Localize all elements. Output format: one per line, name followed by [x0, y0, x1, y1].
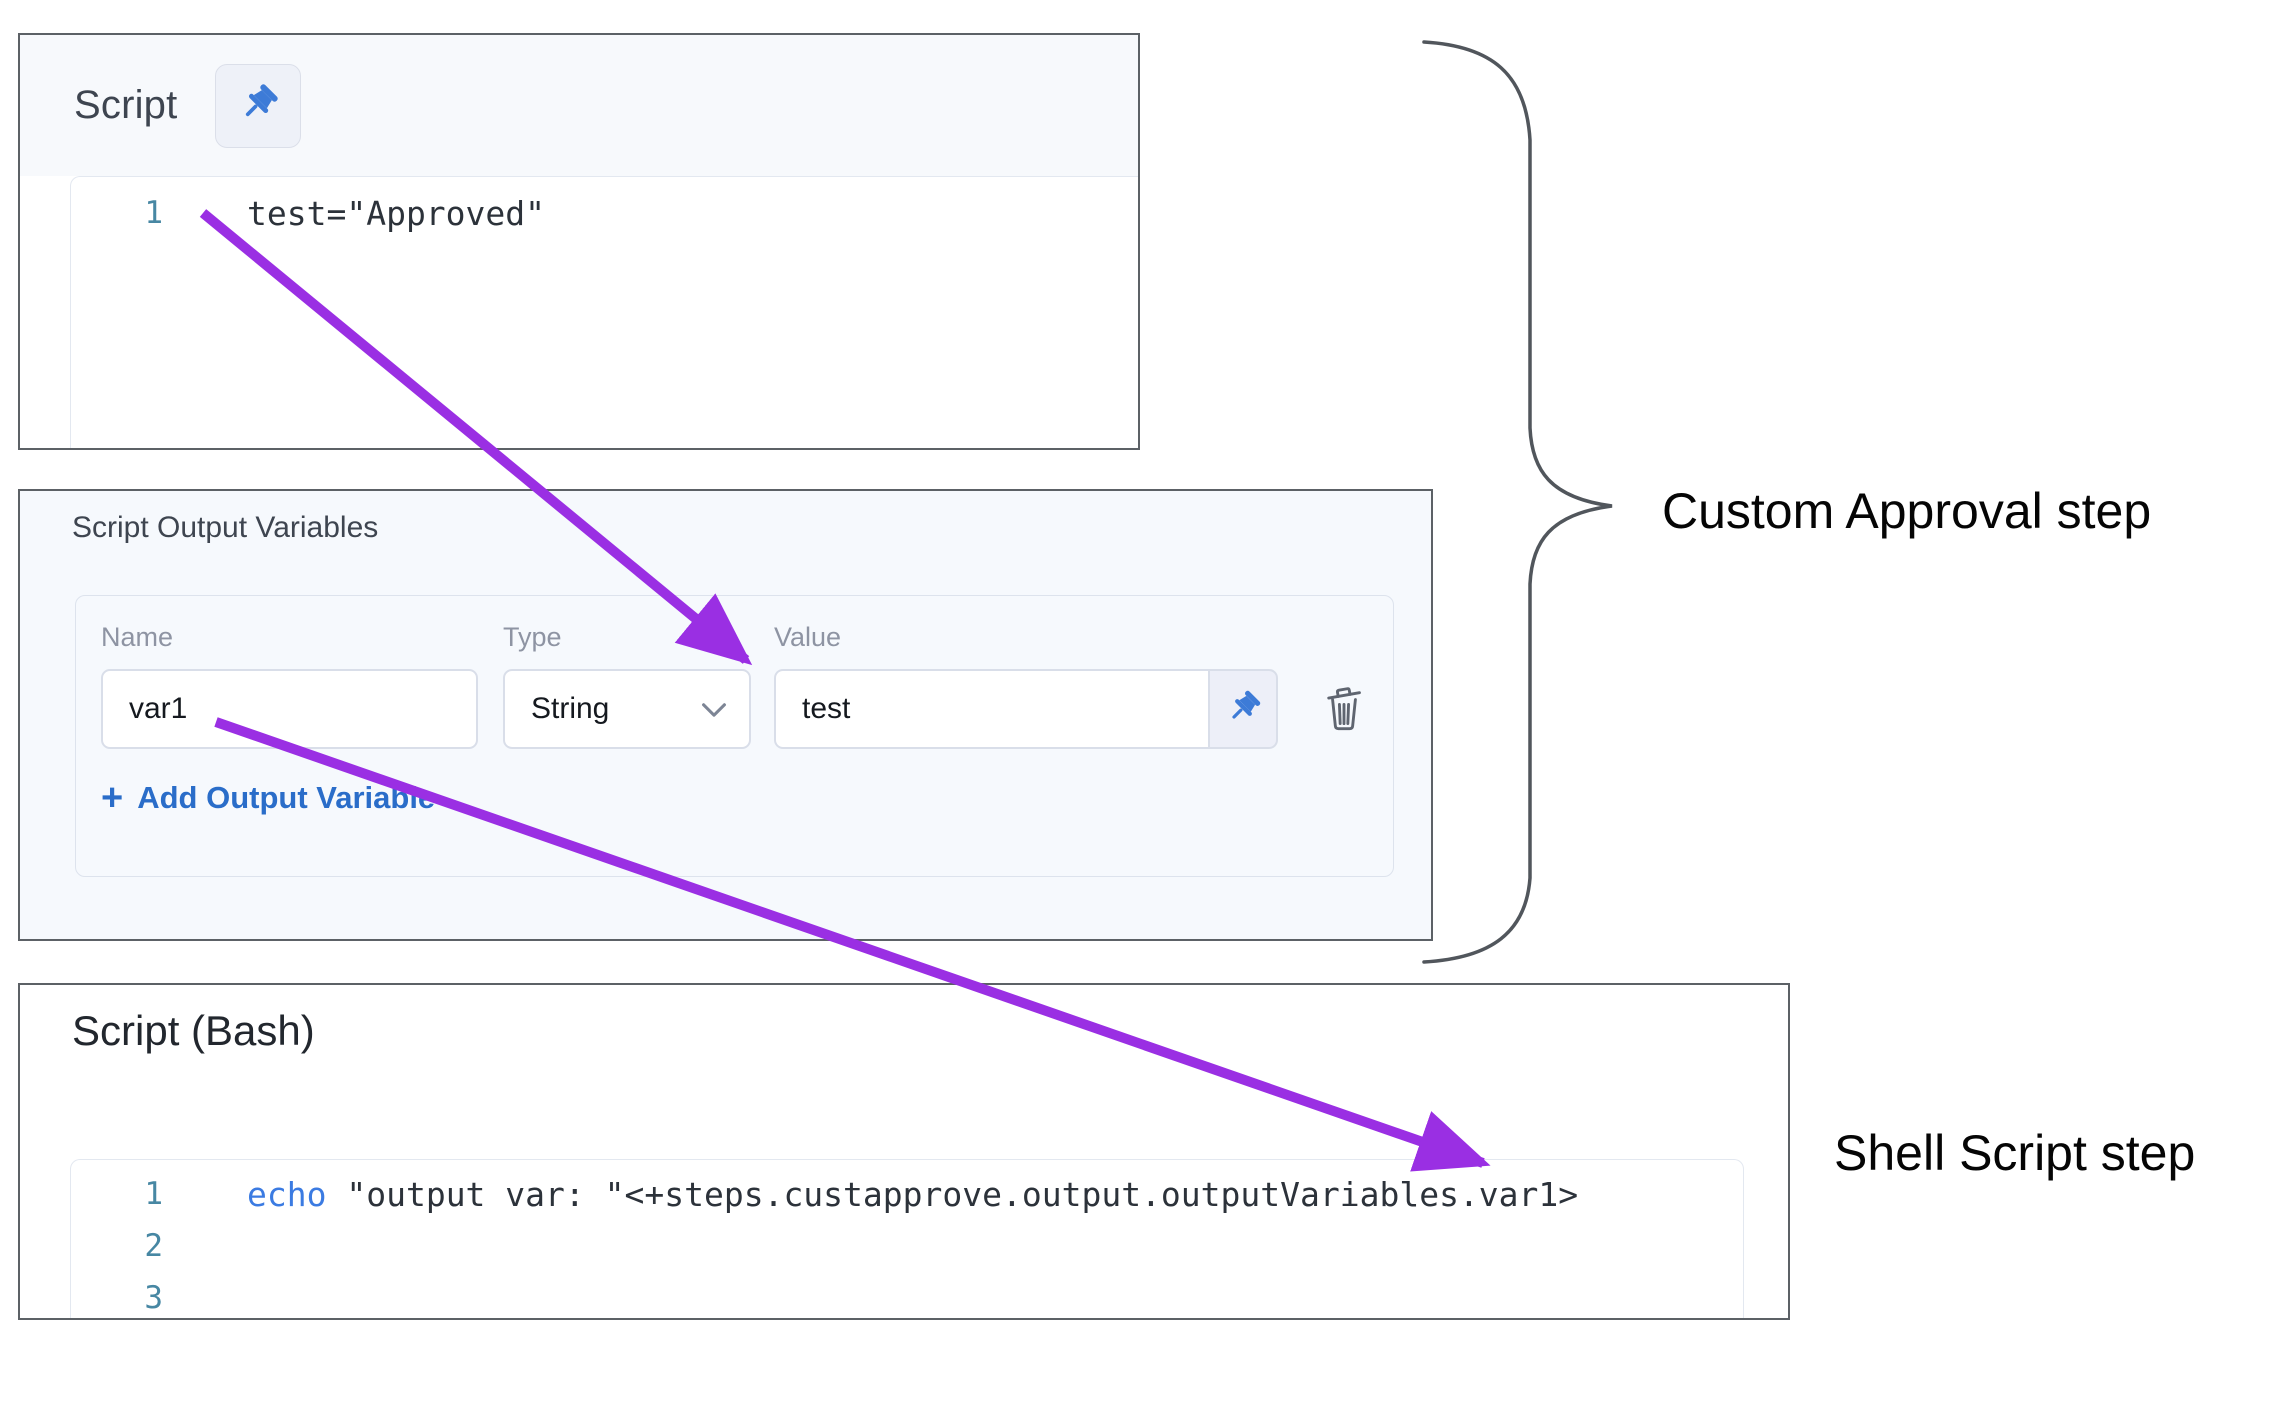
name-column-label: Name: [101, 622, 174, 652]
line-number: 2: [144, 1228, 163, 1264]
code-line: 2: [71, 1220, 1743, 1272]
script-panel-header: Script: [20, 35, 1138, 176]
bash-code-editor[interactable]: 1 echo "output var: "<+steps.custapprove…: [70, 1159, 1744, 1318]
variable-type-select[interactable]: String: [503, 669, 751, 749]
type-column-label: Type: [503, 622, 562, 652]
variable-row: String: [101, 669, 1393, 749]
add-output-variable-button[interactable]: + Add Output Variable: [101, 779, 1393, 817]
echo-arguments: "output var: "<+steps.custapprove.output…: [326, 1174, 1579, 1214]
script-output-variables-panel: Script Output Variables Name Type Value …: [18, 489, 1433, 941]
code-line: 1 echo "output var: "<+steps.custapprove…: [71, 1168, 1743, 1220]
custom-approval-step-label: Custom Approval step: [1662, 483, 2152, 539]
variable-type-value: String: [531, 692, 610, 725]
script-step-panel: Script 1 test="Approved": [18, 33, 1140, 450]
variable-name-input[interactable]: [101, 669, 478, 749]
shell-script-step-label: Shell Script step: [1834, 1125, 2196, 1181]
chevron-down-icon: [701, 692, 727, 726]
variable-value-input[interactable]: [774, 669, 1208, 749]
code-line-content: test="Approved": [247, 193, 546, 233]
line-number: 1: [144, 1176, 163, 1212]
pushpin-icon: [234, 80, 282, 131]
script-code-editor[interactable]: 1 test="Approved": [70, 176, 1138, 448]
column-labels-row: Name Type Value: [101, 622, 1393, 653]
bash-panel-title: Script (Bash): [72, 1007, 315, 1054]
pushpin-icon: [1222, 687, 1264, 732]
value-column-label: Value: [774, 622, 842, 652]
trash-icon: [1322, 684, 1366, 735]
echo-keyword: echo: [247, 1174, 327, 1214]
plus-icon: +: [101, 777, 124, 819]
curly-brace: [1422, 40, 1613, 964]
value-pin-button[interactable]: [1208, 669, 1278, 749]
line-number: 1: [144, 195, 163, 231]
code-line-content: echo "output var: "<+steps.custapprove.o…: [163, 1175, 1578, 1214]
shell-script-step-panel: Script (Bash) 1 echo "output var: "<+ste…: [18, 983, 1790, 1320]
output-variables-container: Name Type Value String: [75, 595, 1394, 877]
add-output-variable-label: Add Output Variable: [137, 780, 436, 815]
delete-variable-button[interactable]: [1322, 684, 1366, 735]
line-number: 3: [144, 1280, 163, 1316]
output-variables-title: Script Output Variables: [72, 511, 379, 544]
code-line: 1 test="Approved": [71, 189, 1138, 237]
script-panel-title: Script: [74, 83, 178, 127]
code-line: 3: [71, 1272, 1743, 1324]
pin-toggle-button[interactable]: [215, 63, 302, 148]
variable-value-group: [774, 669, 1278, 749]
